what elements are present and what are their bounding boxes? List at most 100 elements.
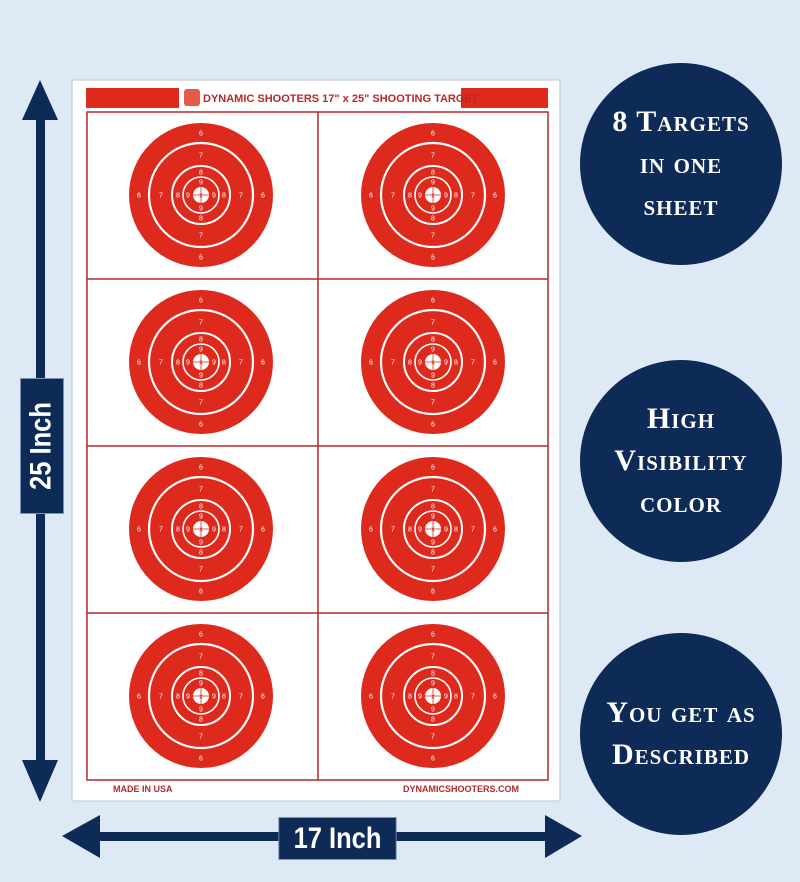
ring-score-label: 8 bbox=[454, 360, 458, 367]
ring-score-label: 9 bbox=[212, 527, 216, 534]
ring-score-label: 9 bbox=[444, 527, 448, 534]
ring-score-label: 6 bbox=[261, 193, 265, 200]
ring-score-label: 6 bbox=[431, 298, 435, 305]
header-bar-left bbox=[86, 88, 179, 108]
ring-score-label: 8 bbox=[431, 337, 435, 344]
ring-score-label: 9 bbox=[444, 193, 448, 200]
ring-score-label: 6 bbox=[261, 527, 265, 534]
ring-score-label: 8 bbox=[222, 193, 226, 200]
ring-score-label: 9 bbox=[212, 360, 216, 367]
ring-score-label: 8 bbox=[408, 694, 412, 701]
width-label: 17 Inch bbox=[278, 817, 397, 860]
ring-score-label: 8 bbox=[408, 527, 412, 534]
ring-score-label: 6 bbox=[493, 360, 497, 367]
ring-score-label: 6 bbox=[137, 193, 141, 200]
badge-line: color bbox=[639, 486, 722, 519]
ring-score-label: 9 bbox=[186, 694, 190, 701]
ring-score-label: 9 bbox=[418, 694, 422, 701]
ring-score-label: 7 bbox=[471, 527, 475, 534]
footer-website: DYNAMICSHOOTERS.COM bbox=[403, 784, 519, 794]
ring-score-label: 7 bbox=[199, 487, 203, 494]
ring-score-label: x bbox=[199, 694, 203, 701]
brand-logo-icon bbox=[184, 89, 200, 106]
ring-score-label: 9 bbox=[186, 527, 190, 534]
ring-score-label: 8 bbox=[431, 717, 435, 724]
ring-score-label: 6 bbox=[199, 589, 203, 596]
ring-score-label: 8 bbox=[199, 216, 203, 223]
ring-score-label: 9 bbox=[431, 514, 435, 521]
ring-score-label: 6 bbox=[199, 422, 203, 429]
ring-score-label: 7 bbox=[431, 487, 435, 494]
ring-score-label: 6 bbox=[137, 694, 141, 701]
ring-score-label: 9 bbox=[186, 193, 190, 200]
ring-score-label: 6 bbox=[199, 756, 203, 763]
ring-score-label: 6 bbox=[369, 527, 373, 534]
ring-score-label: 9 bbox=[431, 540, 435, 547]
ring-score-label: 7 bbox=[431, 400, 435, 407]
ring-score-label: 6 bbox=[137, 527, 141, 534]
ring-score-label: 8 bbox=[408, 193, 412, 200]
ring-score-label: 7 bbox=[391, 694, 395, 701]
ring-score-label: 7 bbox=[159, 694, 163, 701]
ring-score-label: 8 bbox=[199, 337, 203, 344]
ring-score-label: 8 bbox=[431, 216, 435, 223]
ring-score-label: 8 bbox=[199, 504, 203, 511]
ring-score-label: 8 bbox=[431, 671, 435, 678]
badge-line: Described bbox=[611, 738, 751, 771]
ring-score-label: 9 bbox=[199, 707, 203, 714]
ring-score-label: 9 bbox=[444, 694, 448, 701]
badge-high-visibility: High Visibility color bbox=[580, 360, 782, 562]
ring-score-label: 7 bbox=[391, 193, 395, 200]
ring-score-label: 8 bbox=[431, 550, 435, 557]
badge-line: in one bbox=[639, 147, 723, 180]
ring-score-label: 7 bbox=[199, 567, 203, 574]
ring-score-label: 7 bbox=[239, 193, 243, 200]
ring-score-label: 6 bbox=[431, 465, 435, 472]
ring-score-label: 7 bbox=[471, 193, 475, 200]
badge-line: sheet bbox=[643, 189, 719, 222]
ring-score-label: 7 bbox=[199, 654, 203, 661]
ring-score-label: 9 bbox=[431, 707, 435, 714]
badge-8-targets: 8 Targets in one sheet bbox=[580, 63, 782, 265]
ring-score-label: 8 bbox=[222, 694, 226, 701]
ring-score-label: 9 bbox=[444, 360, 448, 367]
ring-score-label: 6 bbox=[431, 589, 435, 596]
ring-score-label: 7 bbox=[471, 360, 475, 367]
ring-score-label: 9 bbox=[431, 180, 435, 187]
ring-score-label: 8 bbox=[408, 360, 412, 367]
ring-score-label: 8 bbox=[431, 170, 435, 177]
ring-score-label: 9 bbox=[199, 180, 203, 187]
badge-line: High bbox=[646, 402, 716, 435]
ring-score-label: 6 bbox=[199, 298, 203, 305]
ring-score-label: 7 bbox=[159, 527, 163, 534]
ring-score-label: 8 bbox=[199, 170, 203, 177]
height-label: 25 Inch bbox=[20, 378, 64, 514]
ring-score-label: x bbox=[431, 694, 435, 701]
ring-score-label: 7 bbox=[391, 360, 395, 367]
ring-score-label: 9 bbox=[418, 193, 422, 200]
ring-score-label: 7 bbox=[159, 360, 163, 367]
ring-score-label: 6 bbox=[199, 255, 203, 262]
ring-score-label: 7 bbox=[431, 654, 435, 661]
ring-score-label: 9 bbox=[418, 360, 422, 367]
badge-line: You get as bbox=[606, 696, 756, 729]
ring-score-label: 8 bbox=[199, 717, 203, 724]
ring-score-label: x bbox=[431, 193, 435, 200]
ring-score-label: 7 bbox=[199, 320, 203, 327]
ring-score-label: 6 bbox=[199, 465, 203, 472]
ring-score-label: 8 bbox=[431, 504, 435, 511]
ring-score-label: 7 bbox=[431, 233, 435, 240]
ring-score-label: 6 bbox=[261, 694, 265, 701]
ring-score-label: 7 bbox=[239, 527, 243, 534]
ring-score-label: 7 bbox=[431, 153, 435, 160]
ring-score-label: 6 bbox=[369, 193, 373, 200]
ring-score-label: 8 bbox=[199, 550, 203, 557]
ring-score-label: x bbox=[431, 360, 435, 367]
ring-score-label: 7 bbox=[199, 233, 203, 240]
